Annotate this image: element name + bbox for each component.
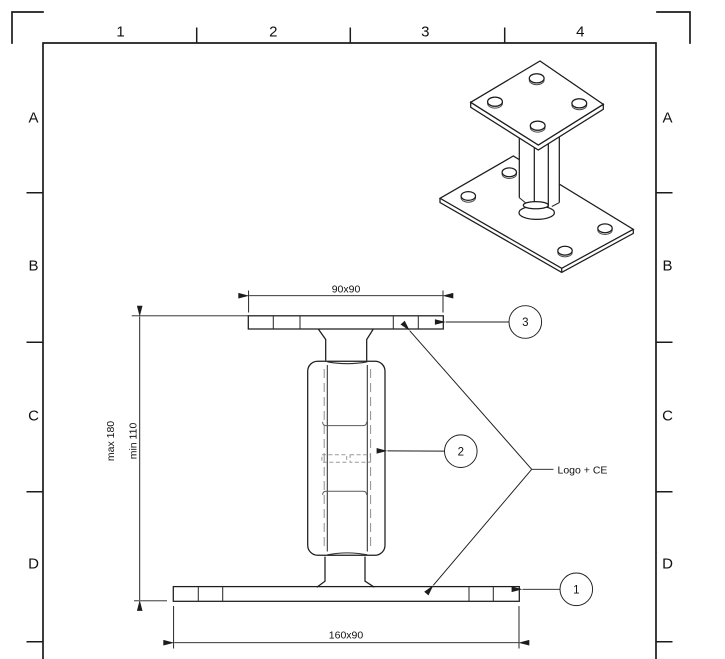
row-label-c-right: C: [662, 408, 673, 425]
dimension-text-base-plate: 160x90: [329, 630, 364, 642]
drawing-border: [42, 42, 657, 659]
balloon-top-plate: 3: [434, 305, 543, 339]
bolt-hole: [501, 167, 518, 180]
row-label-a-right: A: [662, 110, 672, 127]
base-plate-bolt-holes: [460, 167, 613, 258]
sheet-frame: [11, 11, 691, 659]
column-label-3: 3: [421, 24, 429, 41]
balloon-nut: 2: [376, 434, 478, 468]
iso-column: [518, 132, 560, 208]
dimension-text-top-plate: 90x90: [332, 284, 361, 296]
bolt-hole: [486, 96, 504, 109]
row-label-b-left: B: [28, 258, 38, 275]
top-plate-top-face: [469, 60, 605, 146]
balloon-number-2: 2: [458, 446, 464, 458]
grid-labels: 1 2 3 4 A B C D A B C D: [28, 24, 673, 573]
hidden-slot-right: [349, 454, 371, 463]
row-label-c-left: C: [28, 408, 39, 425]
upper-rod-end: [322, 421, 368, 427]
column-label-1: 1: [116, 24, 124, 41]
balloon-base-plate: 1: [511, 572, 594, 607]
top-plate-front: [247, 315, 444, 330]
balloon-circle: [444, 434, 478, 468]
bolt-hole: [529, 120, 546, 133]
dimension-top-plate: 90x90: [238, 284, 454, 313]
bolt-hole: [528, 73, 545, 86]
isometric-view: [438, 60, 635, 274]
bolt-hole: [460, 190, 477, 203]
upper-neck: [317, 328, 374, 361]
hex-top-chamfer: [327, 361, 368, 365]
balloon-circle: [508, 305, 543, 339]
bolt-hole: [597, 223, 613, 236]
trim-mark-top-left: [11, 11, 44, 44]
front-view: [172, 315, 520, 602]
column-ticks: [195, 27, 506, 43]
lower-rod-end: [322, 490, 368, 495]
leader-to-top-plate: [400, 320, 533, 470]
column-label-4: 4: [576, 24, 584, 41]
row-label-b-right: B: [662, 258, 672, 275]
row-label-d-left: D: [28, 556, 39, 573]
dimension-text-height-min: min 110: [127, 423, 139, 460]
logo-ce-callout: Logo + CE: [400, 320, 608, 596]
dimension-height: max 180 min 110: [105, 305, 249, 611]
row-label-a-left: A: [28, 110, 38, 127]
hidden-slot-left: [321, 454, 348, 463]
row-ticks-left: [26, 191, 43, 643]
bolt-hole: [571, 98, 588, 111]
row-label-d-right: D: [662, 556, 673, 573]
iso-foot: [518, 200, 556, 221]
trim-mark-top-right: [656, 11, 691, 44]
foot-collar: [522, 200, 549, 210]
bolt-hole: [557, 245, 573, 258]
balloon-number-1: 1: [573, 585, 579, 597]
dimension-base-plate: 160x90: [163, 606, 530, 649]
dimension-text-height-max: max 180: [105, 421, 117, 461]
base-plate-hole-lines: [197, 586, 494, 602]
logo-ce-label: Logo + CE: [558, 464, 608, 476]
top-plate-hole-lines: [272, 315, 419, 329]
row-ticks-right: [656, 191, 673, 643]
column-label-2: 2: [269, 24, 277, 41]
base-plate-front: [172, 585, 520, 602]
leader-to-base-plate: [424, 468, 533, 596]
lower-neck: [316, 556, 375, 588]
hex-bottom-chamfer: [327, 552, 368, 556]
balloon-circle: [559, 572, 594, 607]
balloon-number-3: 3: [522, 317, 528, 329]
top-plate-bolt-holes: [486, 73, 588, 133]
